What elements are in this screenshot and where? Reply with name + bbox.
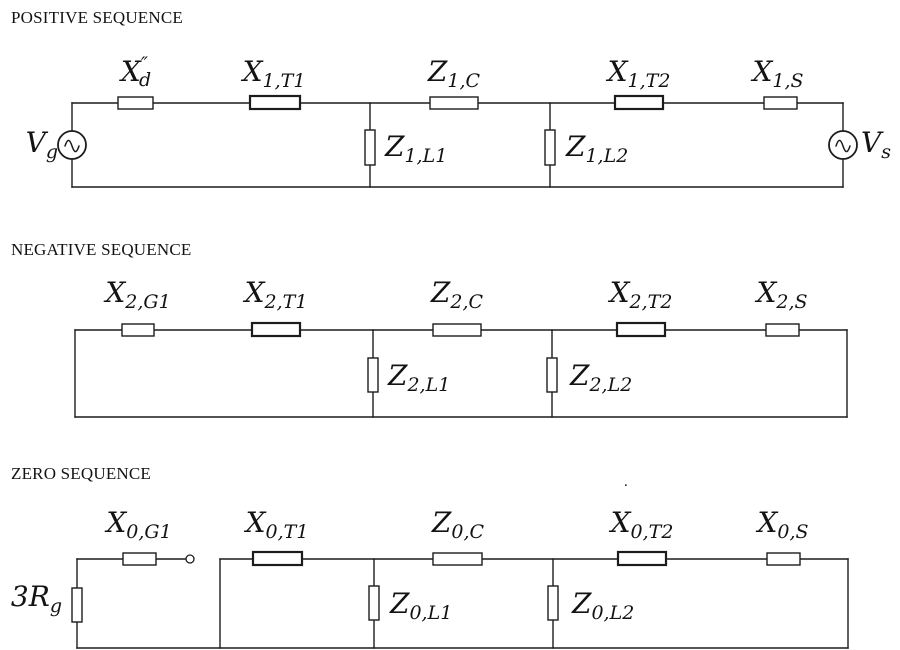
label-z1l1: Z1,L1 <box>384 130 447 167</box>
label-x2g1: X2,G1 <box>103 276 170 313</box>
label-z1l2: Z1,L2 <box>565 130 628 167</box>
neg-box-x2s <box>765 323 800 337</box>
zero-box-z0c <box>432 552 483 566</box>
pos-box-z1l2 <box>544 129 556 166</box>
pos-box-x1t1 <box>248 94 302 111</box>
label-x0s: X0,S <box>755 506 808 543</box>
label-x1s: X1,S <box>750 55 803 92</box>
zero-box-z0l1 <box>368 585 380 621</box>
pos-box-x1s <box>763 96 798 110</box>
zero-box-x0t2 <box>616 550 668 567</box>
label-x2t2: X2,T2 <box>608 276 673 313</box>
zero-sequence-title: ZERO SEQUENCE <box>11 464 151 483</box>
label-z1c: Z1,C <box>427 55 481 92</box>
neg-box-z2l1 <box>367 357 379 393</box>
negative-sequence-circuit: NEGATIVE SEQUENCE X2,G1 X2,T1 Z2,C X2,T2… <box>11 240 848 418</box>
zero-box-3rg <box>71 587 83 623</box>
zero-box-x0s <box>766 552 801 566</box>
pos-box-xd <box>117 96 154 110</box>
label-x0g1: X0,G1 <box>104 506 171 543</box>
label-z0c: Z0,C <box>431 506 485 543</box>
label-x1t1: X1,T1 <box>241 55 306 92</box>
vg-sine-icon <box>64 139 80 153</box>
label-x1t2: X1,T2 <box>606 55 671 92</box>
neg-box-x2g1 <box>121 323 155 337</box>
positive-sequence-title: POSITIVE SEQUENCE <box>11 8 183 27</box>
label-3rg: 3Rg <box>11 580 62 617</box>
label-x2t1: X2,T1 <box>243 276 308 313</box>
label-x0t2: X0,T2 <box>609 506 674 543</box>
zero-box-x0t1 <box>251 550 304 567</box>
zero-sequence-circuit: ZERO SEQUENCE . X0,G1 X0,T1 Z0,C X0,T2 X… <box>11 464 849 649</box>
negative-sequence-title: NEGATIVE SEQUENCE <box>11 240 191 259</box>
stray-period-mark: . <box>624 474 628 490</box>
pos-box-x1t2 <box>613 94 665 111</box>
label-z2c: Z2,C <box>430 276 484 313</box>
label-vs: Vs <box>861 126 891 163</box>
neg-box-x2t2 <box>615 321 667 338</box>
pos-box-z1l1 <box>364 129 376 166</box>
vs-sine-icon <box>835 139 851 153</box>
label-x2s: X2,S <box>754 276 807 313</box>
zero-box-z0l2 <box>547 585 559 621</box>
zero-box-x0g1 <box>122 552 157 566</box>
neg-box-z2l2 <box>546 357 558 393</box>
label-z0l1: Z0,L1 <box>389 587 452 624</box>
label-vg: Vg <box>26 126 58 163</box>
label-z2l1: Z2,L1 <box>387 359 450 396</box>
positive-sequence-circuit: POSITIVE SEQUENCE X″d X1,T1 Z1,C X1,T2 X… <box>11 8 891 188</box>
label-z0l2: Z0,L2 <box>571 587 634 624</box>
label-xd-subtransient: X″d <box>119 53 151 91</box>
neg-box-x2t1 <box>250 321 302 338</box>
label-x0t1: X0,T1 <box>244 506 309 543</box>
label-z2l2: Z2,L2 <box>569 359 632 396</box>
pos-box-z1c <box>429 96 479 110</box>
neg-box-z2c <box>432 323 482 337</box>
open-circuit-terminal-icon <box>185 554 195 564</box>
